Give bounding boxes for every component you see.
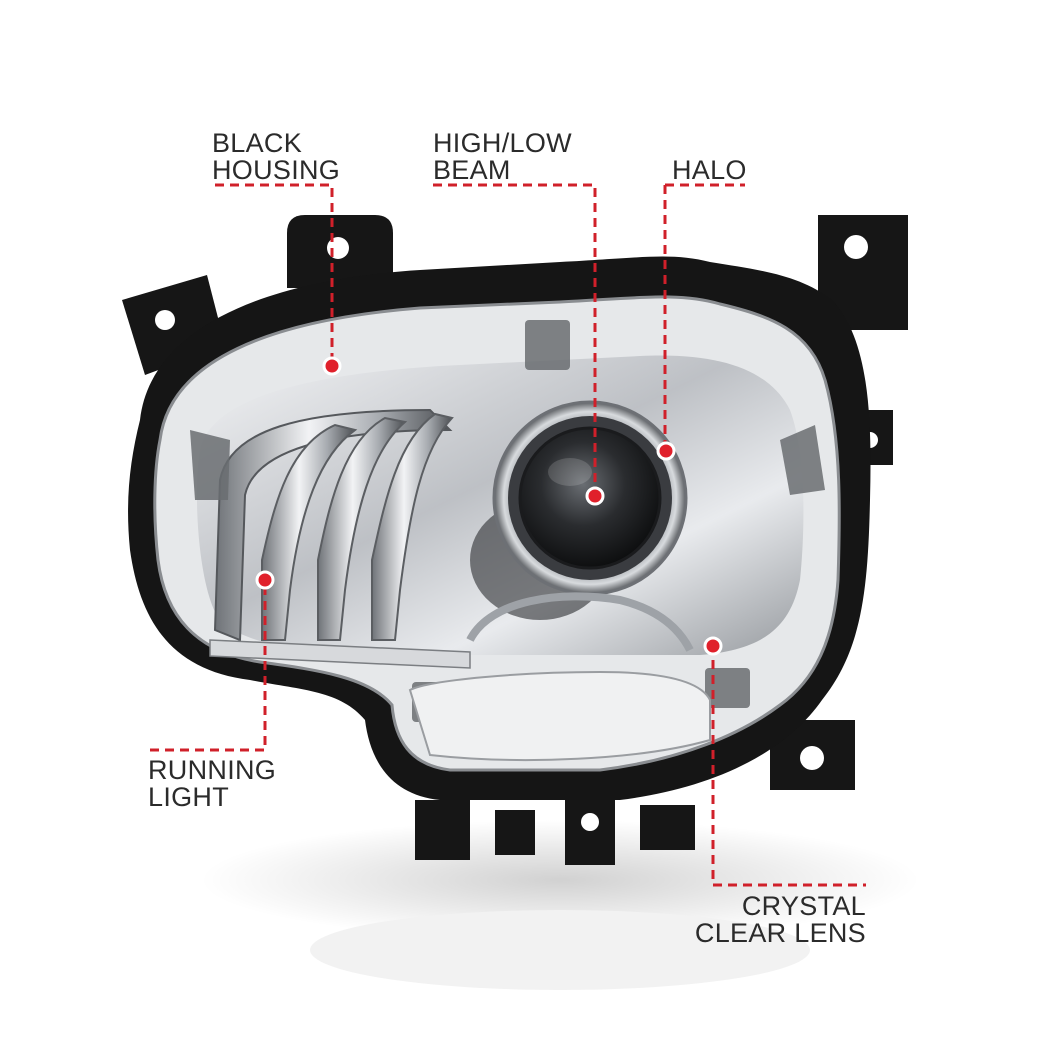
label-crystal-clear-lens: CRYSTAL CLEAR LENS [695, 893, 866, 947]
dot-crystal-lens [703, 636, 723, 656]
running-light-bar-1 [261, 423, 358, 641]
dot-halo [656, 441, 676, 461]
label-halo: HALO [672, 157, 747, 184]
callout-line-high-low-beam [433, 183, 597, 495]
callout-line-crystal-lens [711, 645, 866, 887]
callout-line-running-light [150, 580, 267, 752]
lower-halo [466, 592, 694, 652]
tab-top-right [818, 215, 908, 330]
running-light [209, 408, 471, 669]
running-light-bar-2 [317, 416, 408, 641]
label-black-housing-line2: HOUSING [212, 155, 341, 185]
label-running-light: RUNNING LIGHT [148, 757, 276, 811]
floor-shadow [200, 820, 920, 940]
label-high-low-beam: HIGH/LOW BEAM [433, 130, 572, 184]
label-running-light-line2: LIGHT [148, 782, 230, 812]
label-high-low-beam-line2: BEAM [433, 155, 511, 185]
label-crystal-clear-lens-line1: CRYSTAL [741, 891, 866, 921]
callout-dots [255, 356, 723, 656]
reflection [310, 910, 810, 990]
tab-bottom-3 [565, 800, 615, 865]
callout-lines [150, 183, 866, 887]
dot-high-low-beam [585, 486, 605, 506]
label-halo-line1: HALO [672, 155, 747, 185]
tab-bottom-1 [415, 800, 470, 860]
label-black-housing-line1: BLACK [212, 128, 303, 158]
label-high-low-beam-line1: HIGH/LOW [433, 128, 572, 158]
label-crystal-clear-lens-line2: CLEAR LENS [694, 918, 866, 948]
callout-line-halo [663, 183, 745, 450]
tab-bottom-4 [640, 805, 695, 850]
callout-line-black-housing [215, 183, 334, 365]
dot-black-housing [322, 356, 342, 376]
dot-running-light [255, 570, 275, 590]
running-light-bar-3 [371, 412, 454, 641]
tab-bottom-2 [495, 810, 535, 855]
label-black-housing: BLACK HOUSING [212, 130, 340, 184]
label-running-light-line1: RUNNING [148, 755, 277, 785]
